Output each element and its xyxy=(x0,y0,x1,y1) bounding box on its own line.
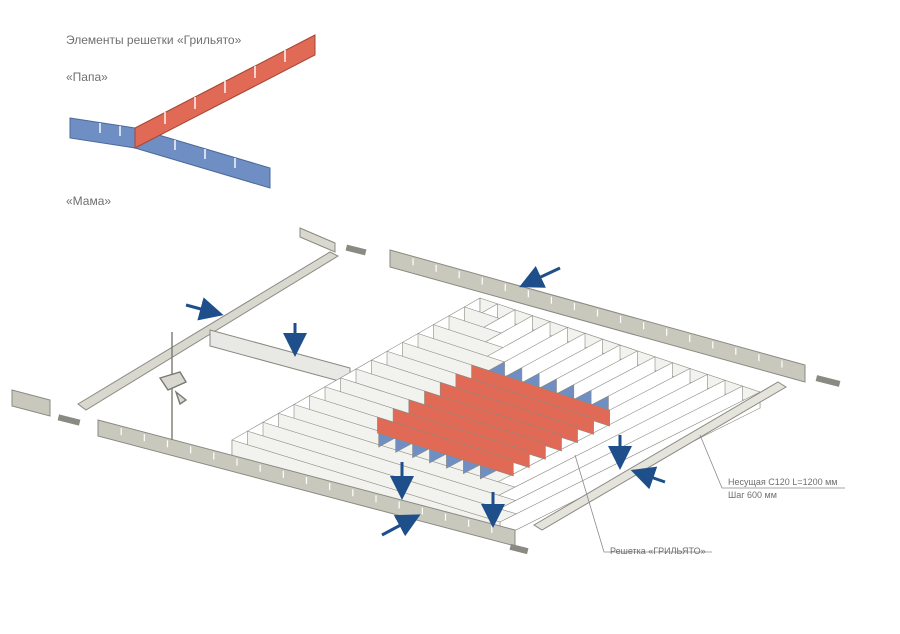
grid-center-highlight xyxy=(377,361,610,480)
rail-end-block-left xyxy=(11,389,51,417)
carrier-callout-line1: Несущая С120 L=1200 мм xyxy=(728,477,838,487)
callout-leaders xyxy=(574,434,845,553)
diagram-title: Элементы решетки «Грильято» xyxy=(66,33,242,47)
carrier-rail-right xyxy=(533,381,787,531)
papa-label: «Папа» xyxy=(66,70,108,84)
papa-element xyxy=(134,34,316,149)
rail-connector-icon xyxy=(57,244,841,555)
arrow-icon xyxy=(185,266,666,537)
mama-label: «Мама» xyxy=(66,194,112,208)
carrier-rail-back xyxy=(389,249,806,383)
ceiling-hanger-icon xyxy=(158,332,188,440)
carrier-rail-left xyxy=(77,227,340,411)
mama-strip-placement xyxy=(209,329,351,385)
grid-callout: Решетка «ГРИЛЬЯТО» xyxy=(610,546,706,556)
carrier-callout-line2: Шаг 600 мм xyxy=(728,490,777,500)
